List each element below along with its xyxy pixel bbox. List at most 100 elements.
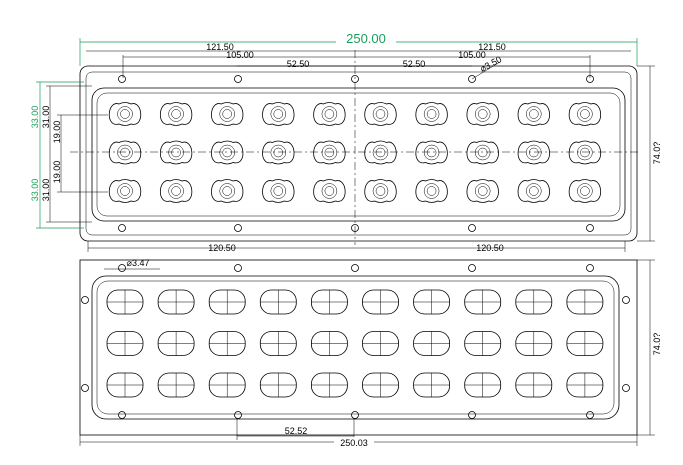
mounting-hole-icon [468, 411, 476, 419]
bottom-left-span-label: 120.50 [208, 243, 236, 253]
bottom-lens [362, 372, 399, 398]
top-lens-outline [159, 140, 193, 165]
top-lens-core [529, 186, 539, 196]
bottom-lens [566, 289, 604, 315]
top-lens [568, 179, 602, 203]
mounting-hole-icon [351, 224, 359, 232]
bottom-lens [515, 372, 553, 398]
mounting-hole-icon [234, 264, 242, 272]
mounting-hole-icon [468, 264, 476, 272]
top-lens-outline [262, 179, 295, 203]
bottom-lens [157, 331, 195, 356]
top-lens-ring [117, 183, 133, 199]
top-lens-outline [108, 140, 142, 165]
top-lens-ring [372, 183, 389, 199]
top-lens-core [273, 147, 284, 158]
mounting-hole-icon [118, 264, 126, 272]
right-half-pitch-label: 52.50 [403, 59, 426, 69]
top-lens-ring [219, 144, 235, 161]
top-lens-core [477, 186, 488, 196]
bottom-hole-label: ⌀3.47 [127, 258, 150, 268]
bottom-lens-frame-inner [96, 280, 615, 415]
top-lens-frame [91, 87, 626, 222]
top-lens-ring [270, 144, 287, 161]
top-lens [108, 140, 142, 165]
top-lens-core [426, 186, 437, 196]
top-lens-ring [577, 144, 593, 161]
top-lens-outline [517, 179, 550, 203]
bottom-lens [362, 331, 399, 356]
top-lens-ring [117, 144, 133, 161]
top-lens-outline [568, 102, 602, 126]
top-lens-ring [321, 183, 338, 199]
mounting-hole-icon [351, 264, 359, 272]
top-lens-ring [474, 106, 491, 122]
bottom-lens [362, 289, 399, 315]
top-lens-ring [219, 106, 235, 122]
mounting-hole-icon [586, 411, 594, 419]
top-lens-core [171, 186, 181, 196]
top-lens-core [529, 109, 539, 119]
top-lens [262, 179, 295, 203]
top-lens-frame-inner [96, 92, 621, 217]
top-lens-ring [474, 183, 491, 199]
top-lens-ring [372, 144, 389, 161]
top-lens [364, 102, 397, 126]
bottom-right-span-label: 120.50 [476, 243, 504, 253]
top-lens [568, 102, 602, 126]
top-lens-core [222, 109, 232, 119]
mounting-hole-icon [234, 224, 242, 232]
top-lens [262, 102, 295, 126]
mounting-hole-icon [622, 384, 630, 392]
top-lens-core [222, 186, 232, 196]
top-lens-core [324, 147, 335, 158]
top-lens [159, 179, 193, 203]
top-lens-outline [313, 140, 346, 165]
bottom-lens [310, 289, 348, 315]
top-lens-outline [466, 102, 499, 126]
top-lens-core [426, 109, 437, 119]
top-lens-core [171, 109, 181, 119]
top-lens-core [324, 109, 335, 119]
inner-height-lower-label: 31.00 [41, 179, 51, 202]
top-lens-core [580, 147, 590, 158]
top-lens-outline [159, 179, 193, 203]
top-lens [568, 140, 602, 165]
top-lens-core [580, 186, 590, 196]
mounting-hole-icon [468, 75, 476, 83]
top-lens-core [426, 147, 437, 158]
top-lens-outline [568, 179, 602, 203]
top-lens-outline [364, 140, 397, 165]
bottom-lens [310, 331, 348, 356]
top-lens [415, 179, 448, 203]
overall-width-label: 250.00 [346, 31, 386, 46]
top-lens-ring [423, 144, 440, 161]
mounting-hole-icon [234, 411, 242, 419]
inner-height-upper-label: 31.00 [41, 106, 51, 129]
top-plate-inner-outline [85, 71, 632, 236]
top-lens-outline [517, 140, 550, 165]
top-lens [108, 179, 142, 203]
top-lens-ring [423, 183, 440, 199]
top-lens [313, 102, 346, 126]
top-lens-outline [262, 102, 295, 126]
bottom-lens [413, 331, 451, 356]
top-lens [211, 102, 244, 126]
top-lens-core [477, 147, 488, 158]
top-lens-ring [219, 183, 235, 199]
top-lens-core [477, 109, 488, 119]
top-plate-outline [79, 65, 638, 242]
bottom-lens [259, 289, 297, 315]
top-lens-ring [168, 183, 184, 199]
right-hole-span-label: 121.50 [478, 42, 506, 52]
bottom-lens [208, 331, 246, 356]
top-lens [466, 102, 499, 126]
top-lens-ring [526, 106, 542, 122]
mounting-hole-icon [586, 264, 594, 272]
left-inner-span-label: 105.00 [226, 50, 254, 60]
top-lens-ring [168, 144, 184, 161]
mounting-hole-icon [586, 224, 594, 232]
bottom-lens [106, 289, 144, 315]
row-pitch-upper-label: 19.00 [52, 121, 62, 144]
